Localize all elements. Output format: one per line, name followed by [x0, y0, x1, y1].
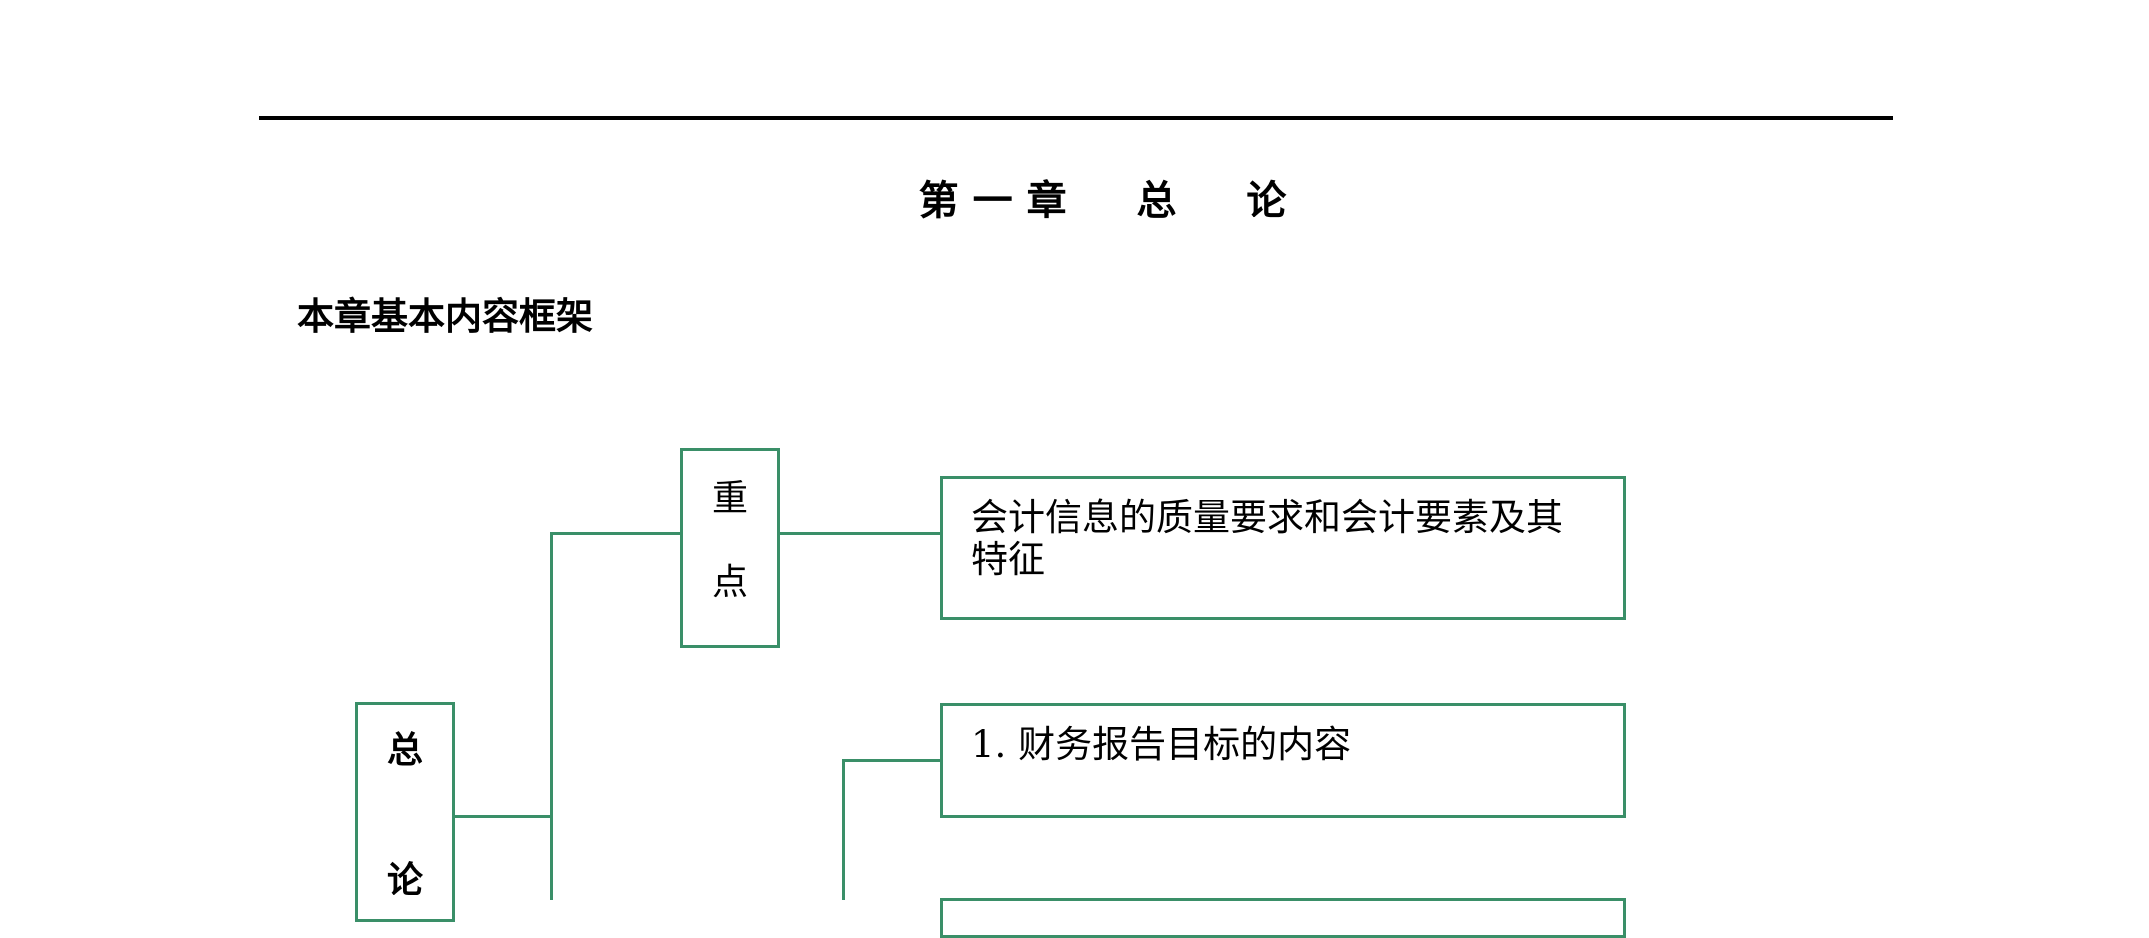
section-heading: 本章基本内容框架: [297, 294, 593, 338]
item-1-text: 1. 财务报告目标的内容: [971, 723, 1352, 766]
connector-keypoints-to-text: [778, 532, 942, 535]
connector-main-vertical: [550, 532, 553, 900]
chapter-title: 第一章 总 论: [918, 177, 1301, 224]
connector-to-item1: [842, 759, 942, 762]
connector-item1-vertical: [842, 759, 845, 900]
key-points-text-box: 会计信息的质量要求和会计要素及其特征: [940, 476, 1626, 620]
key-points-char-2: 点: [711, 562, 748, 603]
root-node-box: 总 论: [355, 702, 455, 922]
key-points-box: 重 点: [680, 448, 780, 648]
root-char-1: 总: [386, 729, 423, 771]
connector-to-keypoints: [550, 532, 682, 535]
connector-root-out: [453, 815, 553, 818]
item-1-box: 1. 财务报告目标的内容: [940, 703, 1626, 818]
key-points-char-1: 重: [711, 478, 748, 519]
item-2-box: [940, 898, 1626, 938]
key-points-text: 会计信息的质量要求和会计要素及其特征: [971, 496, 1563, 581]
header-rule: [259, 116, 1893, 120]
root-char-2: 论: [386, 859, 423, 901]
